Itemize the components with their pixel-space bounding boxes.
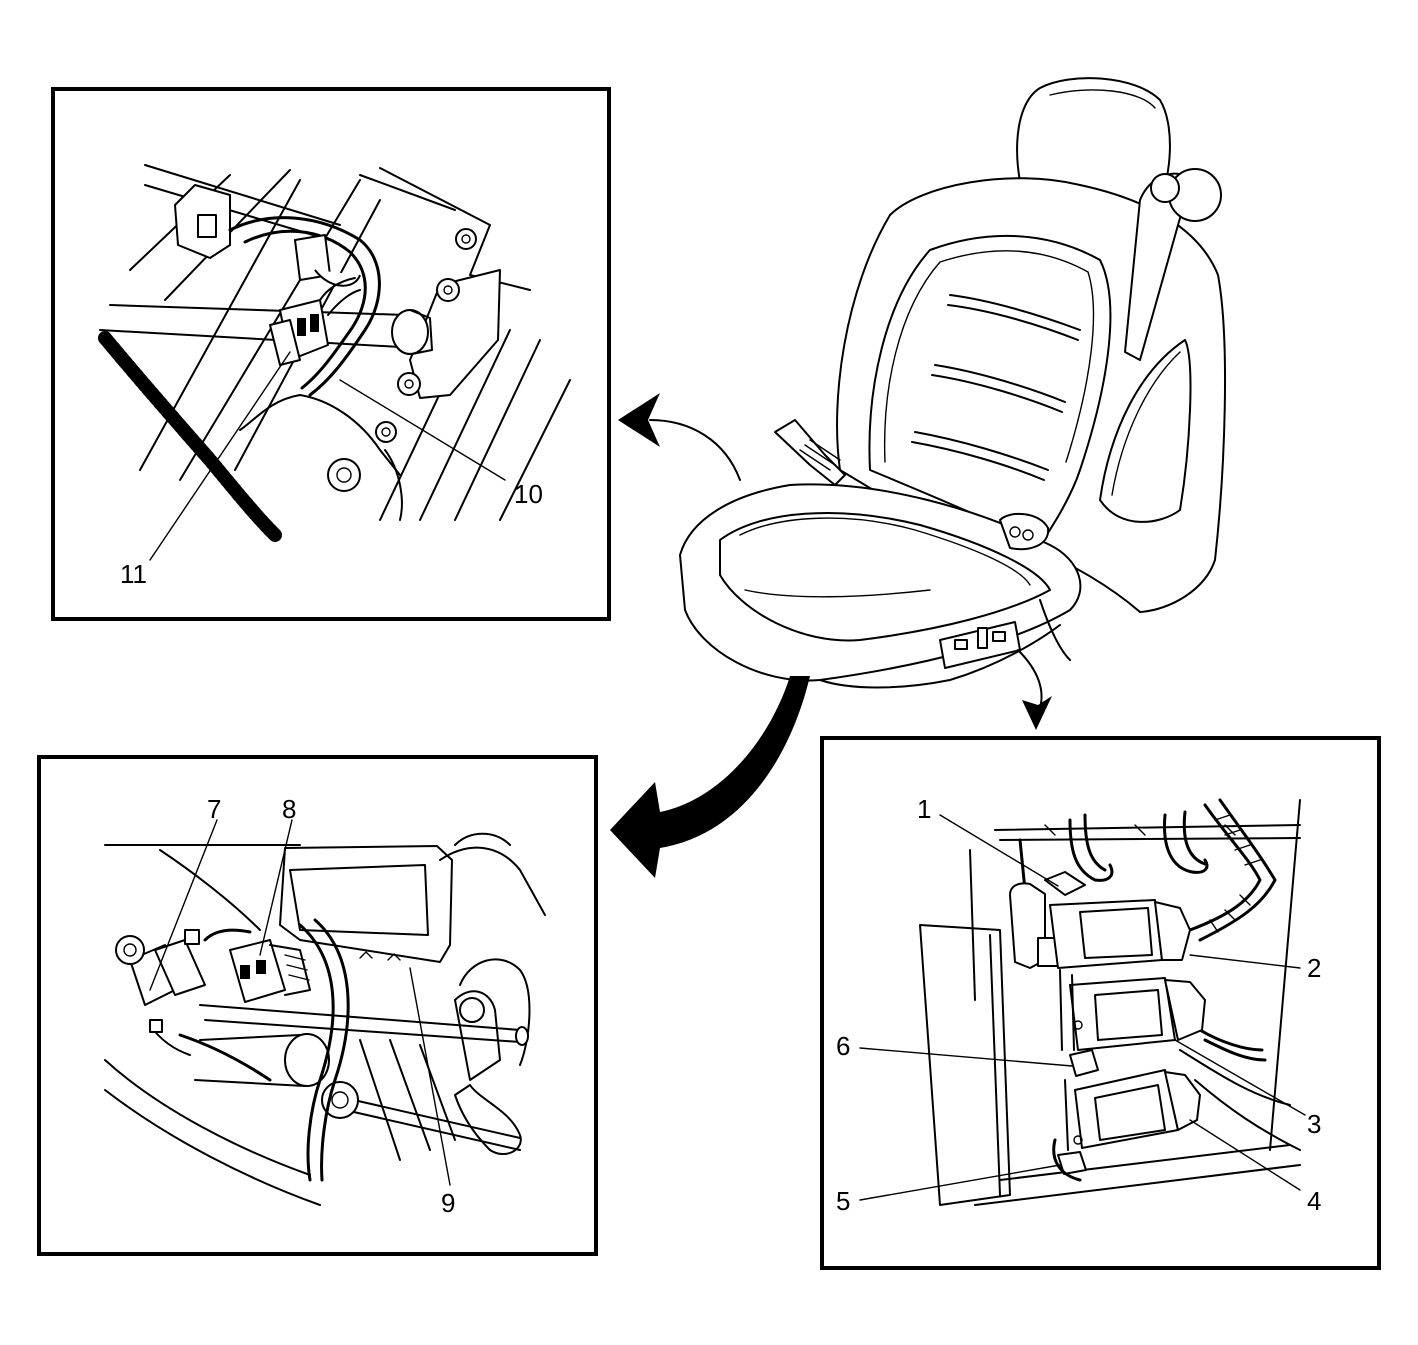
callout-9: 9 (441, 1188, 455, 1218)
callout-5: 5 (836, 1186, 850, 1216)
callout-8: 8 (282, 794, 296, 824)
convoluted-conduit (98, 331, 282, 542)
callout-3: 3 (1307, 1109, 1321, 1139)
seat-illustration (679, 77, 1227, 689)
callout-1: 1 (917, 794, 931, 824)
leader-line-1 (939, 814, 1059, 887)
leader-line-11 (149, 351, 291, 561)
leader-line-10 (339, 379, 506, 481)
callout-7: 7 (207, 794, 221, 824)
callout-2: 2 (1307, 953, 1321, 983)
detail-panel-top-left: 10 11 (51, 87, 611, 621)
callout-10: 10 (514, 479, 543, 509)
callout-11: 11 (120, 559, 147, 589)
leader-line-5 (859, 1164, 1061, 1201)
leader-line-3 (1174, 1039, 1306, 1116)
leader-line-6 (859, 1047, 1073, 1067)
leader-line-8 (259, 819, 293, 956)
leader-line-4 (1189, 1119, 1301, 1191)
pointer-arrows (610, 393, 1052, 878)
callout-6: 6 (836, 1031, 850, 1061)
callout-4: 4 (1307, 1186, 1321, 1216)
leader-line-9 (409, 967, 451, 1186)
detail-panel-bottom-left: 7 8 9 (37, 755, 598, 1256)
leader-line-7 (149, 819, 218, 991)
detail-panel-right: 1 2 3 4 5 6 (820, 736, 1381, 1270)
leader-line-2 (1189, 954, 1301, 969)
